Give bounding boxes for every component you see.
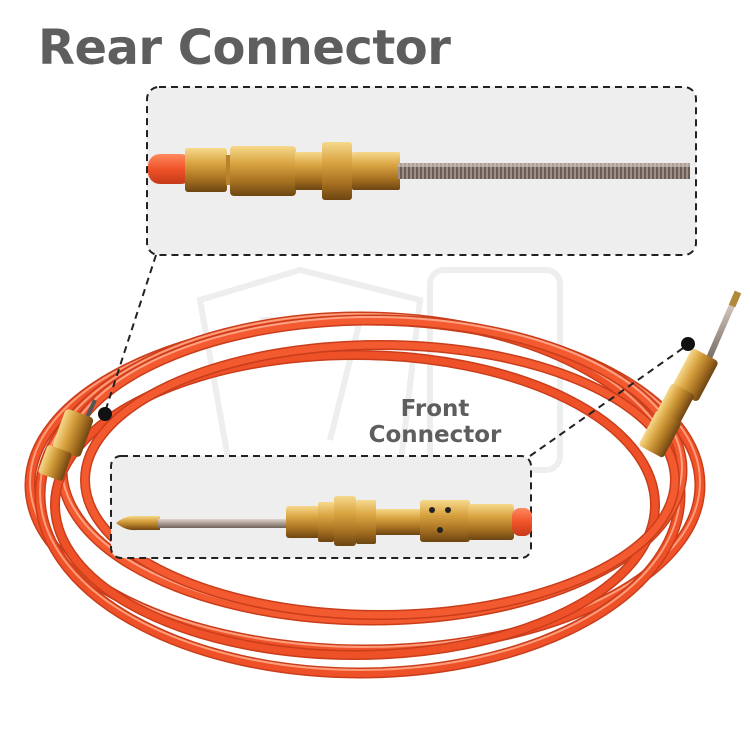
rear-connector-callout bbox=[98, 86, 697, 421]
rear-connector-title: Rear Connector bbox=[38, 20, 451, 76]
rear-connector-photo bbox=[148, 142, 690, 200]
front-connector-photo bbox=[116, 496, 532, 546]
front-connector-label: Front Connector bbox=[330, 396, 540, 448]
front-connector-label-line2: Connector bbox=[368, 422, 502, 448]
coil-right-fitting bbox=[639, 290, 742, 458]
front-connector-label-line1: Front bbox=[400, 396, 470, 422]
coil-left-fitting bbox=[38, 399, 97, 481]
front-connector-callout bbox=[110, 337, 695, 559]
